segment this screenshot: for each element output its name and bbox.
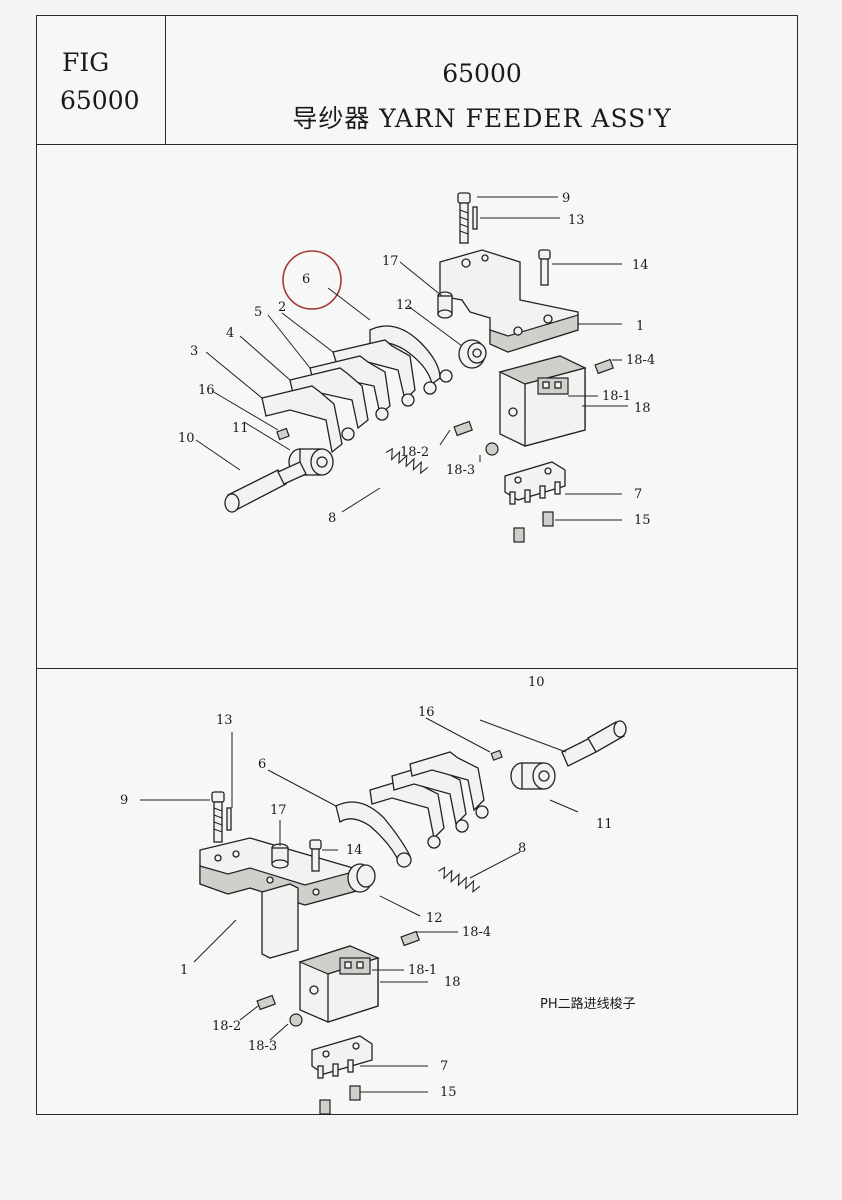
bottom-spring-8 bbox=[438, 866, 481, 893]
top-clip-18-1 bbox=[537, 377, 569, 395]
bottom-label-18-1: 18-1 bbox=[408, 963, 437, 978]
top-screw-18-2 bbox=[453, 420, 473, 437]
top-label-7: 7 bbox=[634, 487, 642, 502]
title-text: 导纱器 YARN FEEDER ASS'Y bbox=[292, 104, 672, 133]
top-diagram: 9 13 14 17 6 12 1 2 5 4 3 16 11 10 18-4 … bbox=[178, 191, 655, 543]
header-fig-cell bbox=[36, 15, 166, 145]
top-label-18-2: 18-2 bbox=[400, 445, 429, 460]
bottom-label-10: 10 bbox=[528, 675, 545, 690]
bottom-screw-18-2 bbox=[256, 994, 276, 1011]
bottom-label-18-4: 18-4 bbox=[462, 925, 491, 940]
bottom-screw-9 bbox=[211, 791, 225, 843]
title-number: 65000 bbox=[442, 59, 522, 88]
top-label-18-3: 18-3 bbox=[446, 463, 475, 478]
top-collar-11 bbox=[288, 448, 334, 476]
top-lever-3 bbox=[261, 385, 355, 454]
top-label-18-4: 18-4 bbox=[626, 353, 655, 368]
top-label-13: 13 bbox=[568, 213, 585, 228]
top-part-1-frame bbox=[439, 249, 579, 353]
bottom-collar-12 bbox=[347, 863, 376, 893]
highlight-circle bbox=[282, 250, 342, 310]
top-screw-9 bbox=[457, 192, 471, 244]
top-label-8: 8 bbox=[328, 511, 336, 526]
top-screw-18-4 bbox=[594, 358, 614, 375]
top-plate-7 bbox=[504, 461, 566, 505]
top-label-18-1: 18-1 bbox=[602, 389, 631, 404]
bottom-label-12: 12 bbox=[426, 911, 443, 926]
fig-number: 65000 bbox=[60, 86, 140, 115]
top-label-18: 18 bbox=[634, 401, 651, 416]
top-block-18 bbox=[498, 355, 587, 447]
top-collar-12 bbox=[458, 339, 487, 369]
bottom-plate-7 bbox=[311, 1035, 373, 1079]
bottom-pin-17 bbox=[271, 843, 289, 869]
top-pin-13 bbox=[472, 206, 478, 230]
top-label-3: 3 bbox=[190, 344, 198, 359]
top-label-2: 2 bbox=[278, 300, 286, 315]
bottom-diagram: 10 16 13 6 11 9 17 14 8 12 18-4 1 18-1 1… bbox=[120, 675, 636, 1115]
bottom-shaft-10 bbox=[561, 720, 627, 767]
top-label-11: 11 bbox=[232, 421, 249, 436]
bottom-label-7: 7 bbox=[440, 1059, 448, 1074]
bottom-label-13: 13 bbox=[216, 713, 233, 728]
bottom-caption: PH二路进线梭子 bbox=[540, 996, 636, 1012]
bottom-label-9: 9 bbox=[120, 793, 128, 808]
bottom-lever-6 bbox=[335, 801, 412, 868]
top-label-12: 12 bbox=[396, 298, 413, 313]
top-screw-18-3 bbox=[485, 442, 499, 456]
top-setscrew-16 bbox=[276, 427, 290, 441]
bottom-label-15: 15 bbox=[440, 1085, 457, 1100]
top-spring-8 bbox=[385, 447, 429, 475]
bottom-label-6: 6 bbox=[258, 757, 266, 772]
panel-divider bbox=[36, 668, 798, 669]
bottom-setscrew-16 bbox=[490, 749, 503, 761]
top-label-16: 16 bbox=[198, 383, 215, 398]
bottom-clip-18-1 bbox=[339, 957, 371, 975]
header-title-cell: 65000 导纱器 YARN FEEDER ASS'Y bbox=[166, 15, 798, 145]
top-label-5: 5 bbox=[254, 305, 262, 320]
bottom-screws-15 bbox=[319, 1085, 361, 1115]
top-label-17: 17 bbox=[382, 254, 399, 269]
bottom-collar-11 bbox=[510, 762, 556, 790]
bottom-screw-18-3 bbox=[289, 1013, 303, 1027]
top-screws-15 bbox=[513, 511, 554, 543]
bottom-screw-18-4 bbox=[400, 930, 420, 947]
bottom-label-11: 11 bbox=[596, 817, 613, 832]
top-shaft-10 bbox=[224, 461, 307, 513]
bottom-levers bbox=[369, 751, 489, 849]
bottom-label-17: 17 bbox=[270, 803, 287, 818]
bottom-label-8: 8 bbox=[518, 841, 526, 856]
bottom-pin-13 bbox=[226, 807, 232, 831]
bottom-screw-14 bbox=[309, 839, 322, 872]
bottom-label-16: 16 bbox=[418, 705, 435, 720]
bottom-label-14: 14 bbox=[346, 843, 363, 858]
top-label-4: 4 bbox=[226, 326, 234, 341]
top-label-15: 15 bbox=[634, 513, 651, 528]
top-label-10: 10 bbox=[178, 431, 195, 446]
top-label-1: 1 bbox=[636, 319, 644, 334]
bottom-label-18: 18 bbox=[444, 975, 461, 990]
bottom-label-18-3: 18-3 bbox=[248, 1039, 277, 1054]
fig-label: FIG bbox=[62, 48, 110, 77]
bottom-label-18-2: 18-2 bbox=[212, 1019, 241, 1034]
bottom-label-1: 1 bbox=[180, 963, 188, 978]
top-screw-14 bbox=[538, 249, 551, 286]
top-label-14: 14 bbox=[632, 258, 649, 273]
top-label-9: 9 bbox=[562, 191, 570, 206]
top-pin-17 bbox=[437, 291, 453, 319]
top-label-6: 6 bbox=[302, 272, 310, 287]
